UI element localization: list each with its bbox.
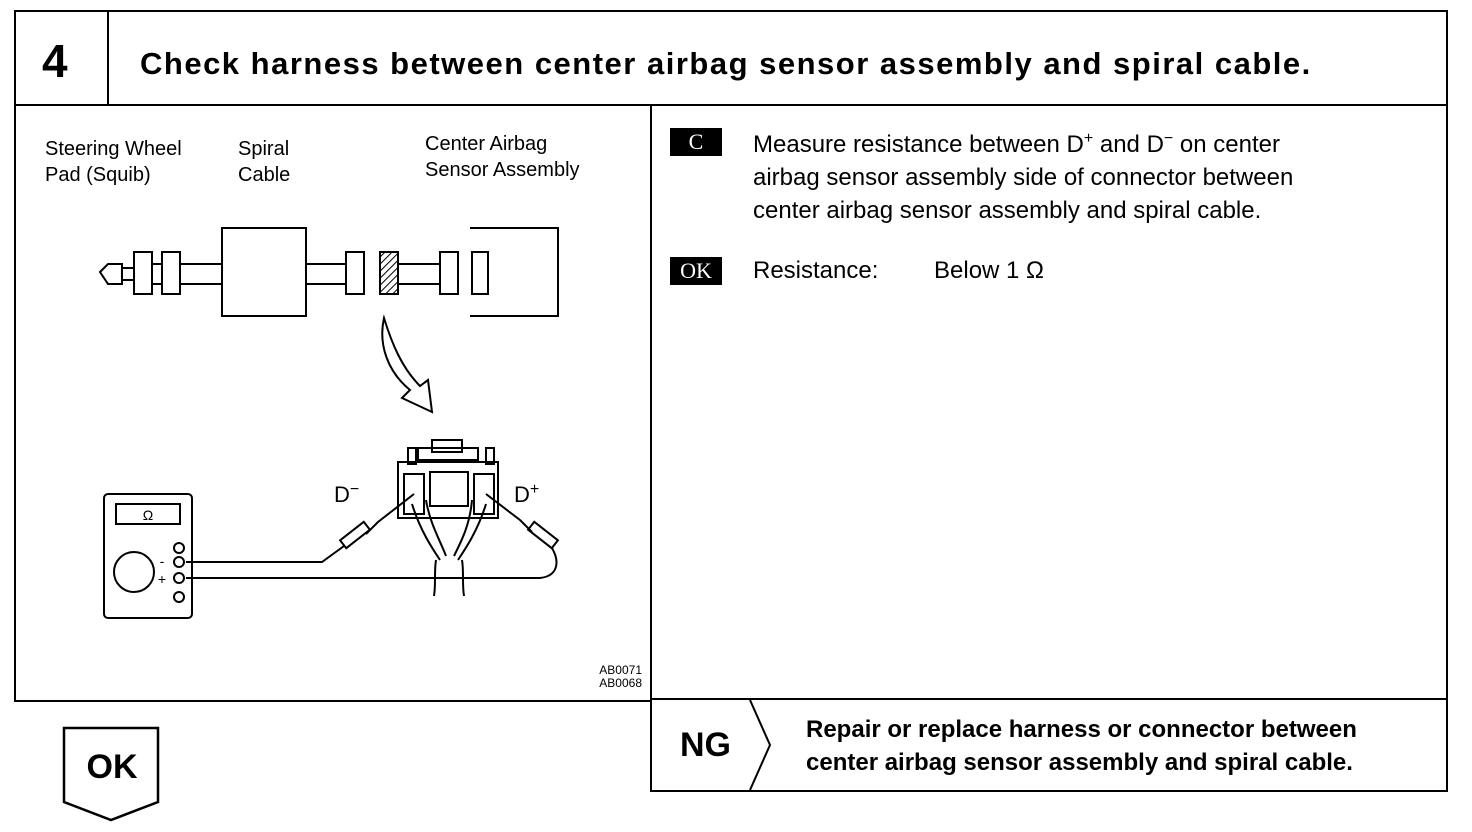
instruction-text: Measure resistance between D+ and D− on …: [753, 130, 1294, 224]
sensor-assembly-body: [470, 227, 559, 317]
ok-badge: OK: [670, 257, 722, 285]
spec-label: Resistance:: [753, 257, 879, 284]
check-badge: C: [670, 128, 722, 156]
connector-closeup: [397, 461, 499, 519]
pad-connector: [161, 251, 181, 295]
label-center-airbag-sensor: Center Airbag Sensor Assembly: [425, 133, 580, 181]
ng-box: [650, 698, 1448, 792]
probe-d-plus: [485, 493, 533, 533]
step-divider: [107, 10, 109, 106]
spiral-connector: [345, 251, 365, 295]
ok-flow-arrow: [62, 726, 160, 822]
ng-remedy: Repair or replace harness or connector b…: [806, 716, 1357, 776]
sensor-connector: [439, 251, 459, 295]
squib-plug: [98, 263, 123, 285]
ng-label: NG: [680, 726, 731, 764]
step-title: Check harness between center airbag sens…: [140, 46, 1312, 81]
meter-plus: +: [158, 571, 166, 587]
meter-minus: -: [160, 553, 165, 569]
figure-codes: AB0071 AB0068: [599, 663, 642, 690]
squib-connector: [133, 251, 153, 295]
terminal-d-minus: D−: [334, 481, 359, 507]
arrow-icon: [381, 314, 434, 414]
spec-value: Below 1 Ω: [934, 257, 1044, 284]
hatched-connector: [379, 251, 399, 295]
wiring-diagram: Ω - + D− D+: [98, 227, 560, 619]
terminal-d-plus: D+: [514, 481, 539, 507]
label-steering-wheel-pad: Steering Wheel Pad (Squib): [45, 138, 182, 186]
ok-flow-label: OK: [86, 748, 138, 786]
ohmmeter: [103, 493, 193, 619]
spiral-cable-body: [221, 227, 307, 317]
meter-display: Ω: [143, 507, 153, 523]
label-spiral-cable: Spiral Cable: [238, 138, 291, 186]
step-number: 4: [42, 35, 68, 87]
ng-chevron: [749, 700, 772, 790]
